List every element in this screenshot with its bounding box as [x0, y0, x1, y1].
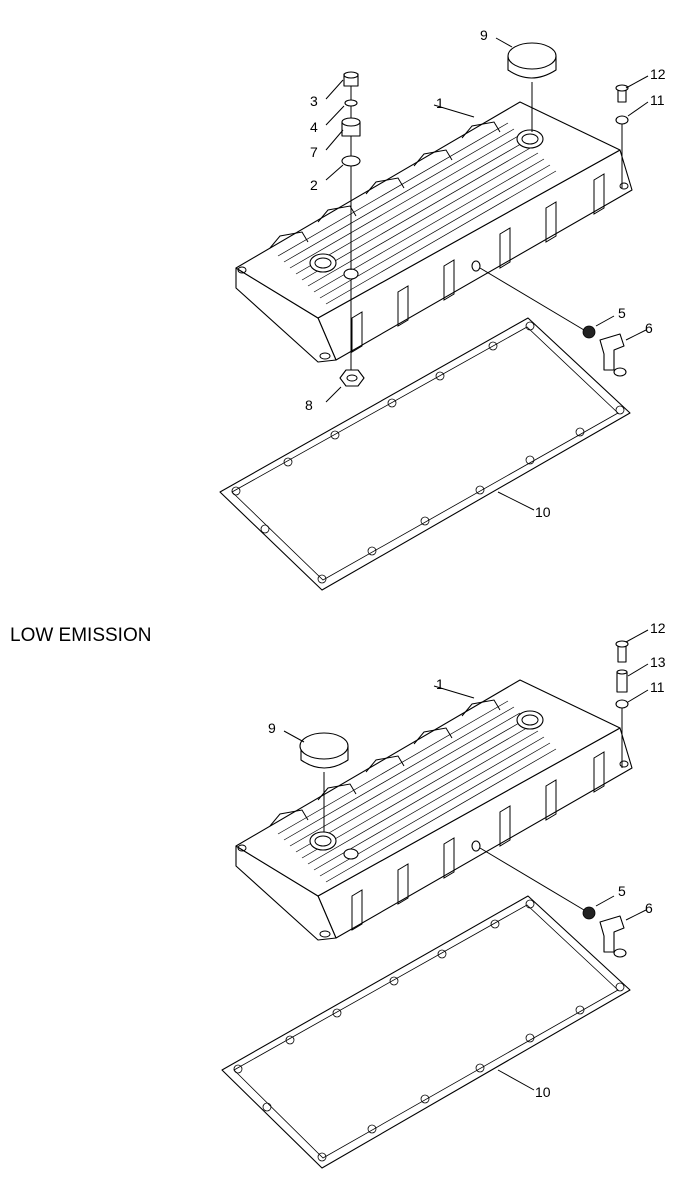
- oil-filler-cap-top: [495, 37, 557, 132]
- callout-top-8: 8: [305, 397, 313, 413]
- callout-bottom-5: 5: [618, 883, 626, 899]
- callout-bottom-10: 10: [535, 1084, 551, 1100]
- callout-top-1: 1: [436, 95, 444, 111]
- callout-top-4: 4: [310, 119, 318, 135]
- callout-bottom-1: 1: [436, 676, 444, 692]
- callout-top-12: 12: [650, 66, 666, 82]
- callout-top-10: 10: [535, 504, 551, 520]
- section-label-low-emission: LOW EMISSION: [10, 625, 152, 646]
- callout-top-11: 11: [650, 92, 665, 108]
- breather-fitting-top: [479, 267, 647, 377]
- callout-top-5: 5: [618, 305, 626, 321]
- top-assembly: 1 2 3 4 5 6 7 8 9 10 11 12: [219, 27, 666, 591]
- breather-fitting-bottom: [479, 847, 647, 958]
- callout-bottom-11: 11: [650, 679, 665, 695]
- valve-cover-bottom: [235, 679, 633, 941]
- callout-top-6: 6: [645, 320, 653, 336]
- plug-stack-top: [325, 71, 361, 270]
- gasket-bottom: [221, 895, 631, 1169]
- bottom-assembly: 1 5 6 9 10 11 12 13: [221, 620, 666, 1169]
- callout-top-7: 7: [310, 144, 318, 160]
- valve-cover-top: [235, 101, 633, 363]
- callout-top-3: 3: [310, 93, 318, 109]
- callout-bottom-9: 9: [268, 720, 276, 736]
- bolt-washer-top: [615, 75, 649, 188]
- oil-filler-cap-bottom: [283, 730, 349, 832]
- callout-bottom-13: 13: [650, 654, 666, 670]
- callout-top-9: 9: [480, 27, 488, 43]
- callout-top-2: 2: [310, 177, 318, 193]
- bolt-pin-washer-bottom: [615, 629, 649, 768]
- nut-top: [325, 280, 365, 403]
- callout-bottom-12: 12: [650, 620, 666, 636]
- callout-bottom-6: 6: [645, 900, 653, 916]
- gasket-top: [219, 317, 631, 591]
